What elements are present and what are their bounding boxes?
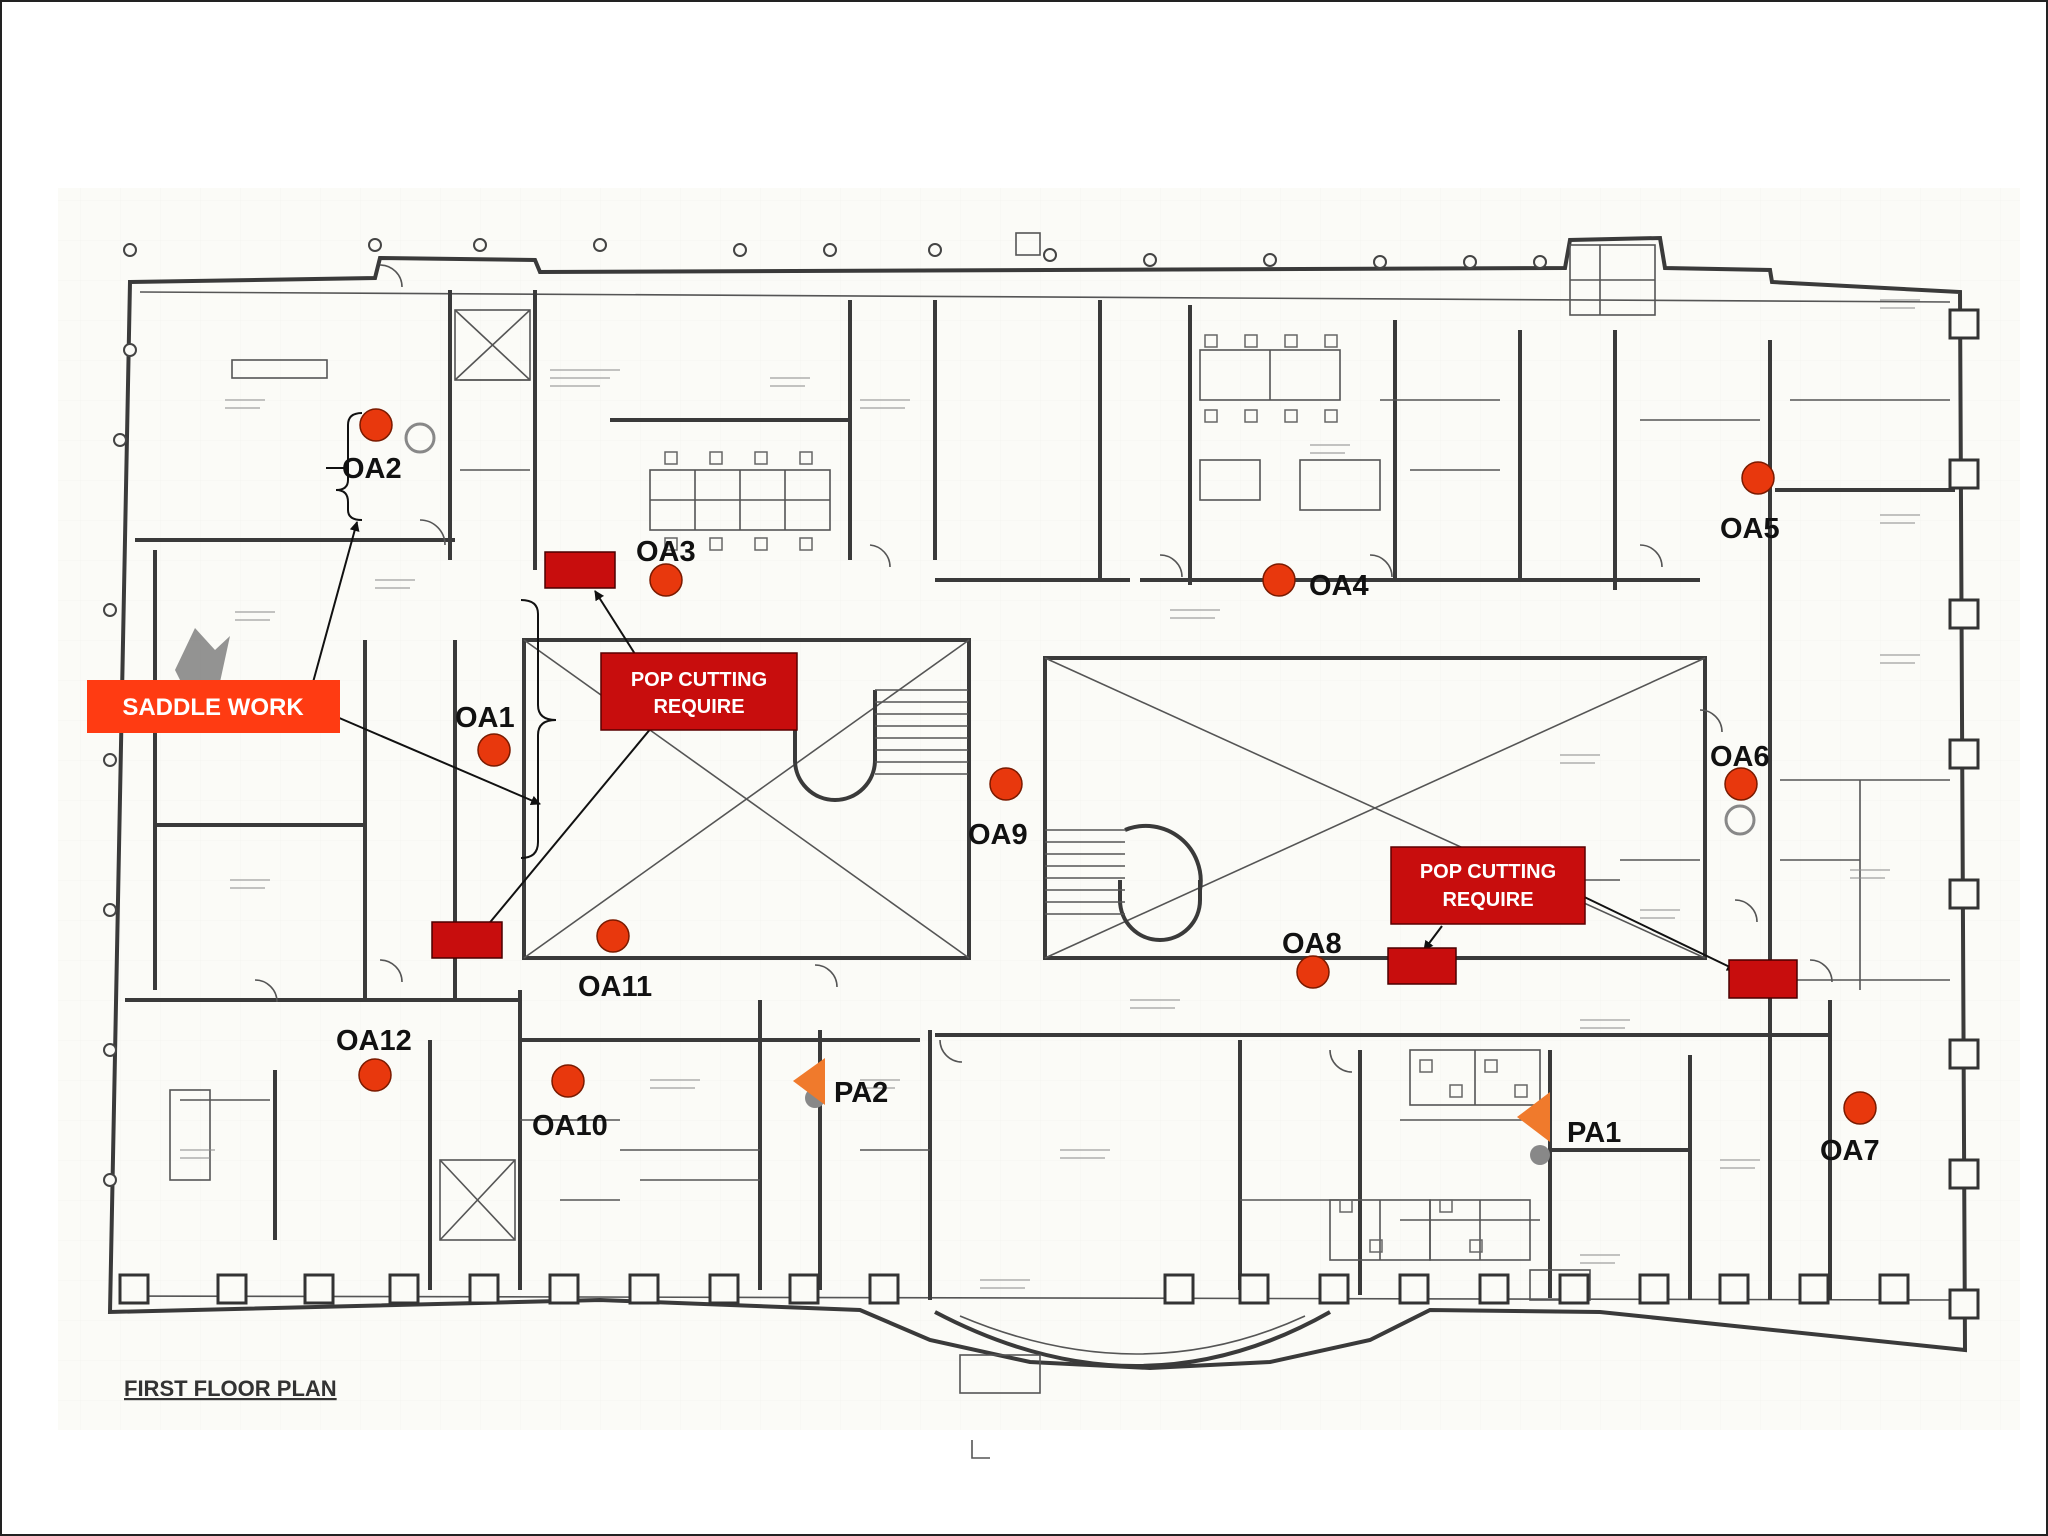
oa2-marker (359, 408, 393, 442)
oa9-label: OA9 (968, 819, 1028, 851)
oa4-label: OA4 (1309, 570, 1369, 602)
oa5-label: OA5 (1720, 513, 1780, 545)
oa10-label: OA10 (532, 1110, 608, 1142)
oa2-label: OA2 (342, 453, 402, 485)
pa2-label: PA2 (834, 1077, 888, 1109)
oa8-marker (1296, 955, 1330, 989)
oa11-marker (596, 919, 630, 953)
observation-points: OA2 OA3 OA4 OA5 OA1 OA9 OA6 OA11 OA8 OA1… (336, 408, 1880, 1167)
section-mark-icon (971, 1440, 990, 1459)
oa10-marker (551, 1064, 585, 1098)
saddle-work-label: SADDLE WORK (122, 694, 304, 721)
oa5-marker (1741, 461, 1775, 495)
oa9-marker (989, 767, 1023, 801)
oa1-marker (477, 733, 511, 767)
oa12-label: OA12 (336, 1025, 412, 1057)
oa8-label: OA8 (1282, 928, 1342, 960)
pop-cutting-callout-right: POP CUTTING REQUIRE (1390, 846, 1586, 925)
pop-cutting-spot (1387, 947, 1457, 985)
oa12-marker (358, 1058, 392, 1092)
oa7-marker (1843, 1091, 1877, 1125)
oa4-marker (1262, 563, 1296, 597)
north-arrow-icon (1015, 232, 1041, 256)
oa1-brace (520, 599, 557, 859)
pop-cutting-callout-left: POP CUTTING REQUIRE (600, 652, 798, 731)
pop-cutting-spot (544, 551, 616, 589)
oa11-label: OA11 (578, 971, 652, 1003)
plan-title: FIRST FLOOR PLAN (124, 1376, 337, 1401)
pa2-marker-icon (793, 1058, 825, 1105)
pop-cutting-spot (1728, 959, 1798, 999)
saddle-work-callout: SADDLE WORK (87, 680, 340, 733)
pop-cutting-label-line1: POP CUTTING (631, 669, 767, 691)
oa1-label: OA1 (455, 702, 515, 734)
passage-markers: PA2 PA1 (793, 1058, 1621, 1149)
oa7-label: OA7 (1820, 1135, 1880, 1167)
oa6-marker (1724, 767, 1758, 801)
pa1-label: PA1 (1567, 1117, 1621, 1149)
oa6-label: OA6 (1710, 741, 1770, 773)
annotation-arrows (311, 412, 1737, 971)
pop-cutting-spot (431, 921, 503, 959)
pop-cutting-label-line2: REQUIRE (1442, 889, 1533, 911)
oa3-label: OA3 (636, 536, 696, 568)
oa2-brace (335, 412, 363, 521)
pop-cutting-locations (431, 551, 1798, 999)
pa1-marker-icon (1517, 1092, 1550, 1142)
pop-cutting-label-line1: POP CUTTING (1420, 861, 1556, 883)
oa3-marker (649, 563, 683, 597)
pop-cutting-label-line2: REQUIRE (653, 696, 744, 718)
